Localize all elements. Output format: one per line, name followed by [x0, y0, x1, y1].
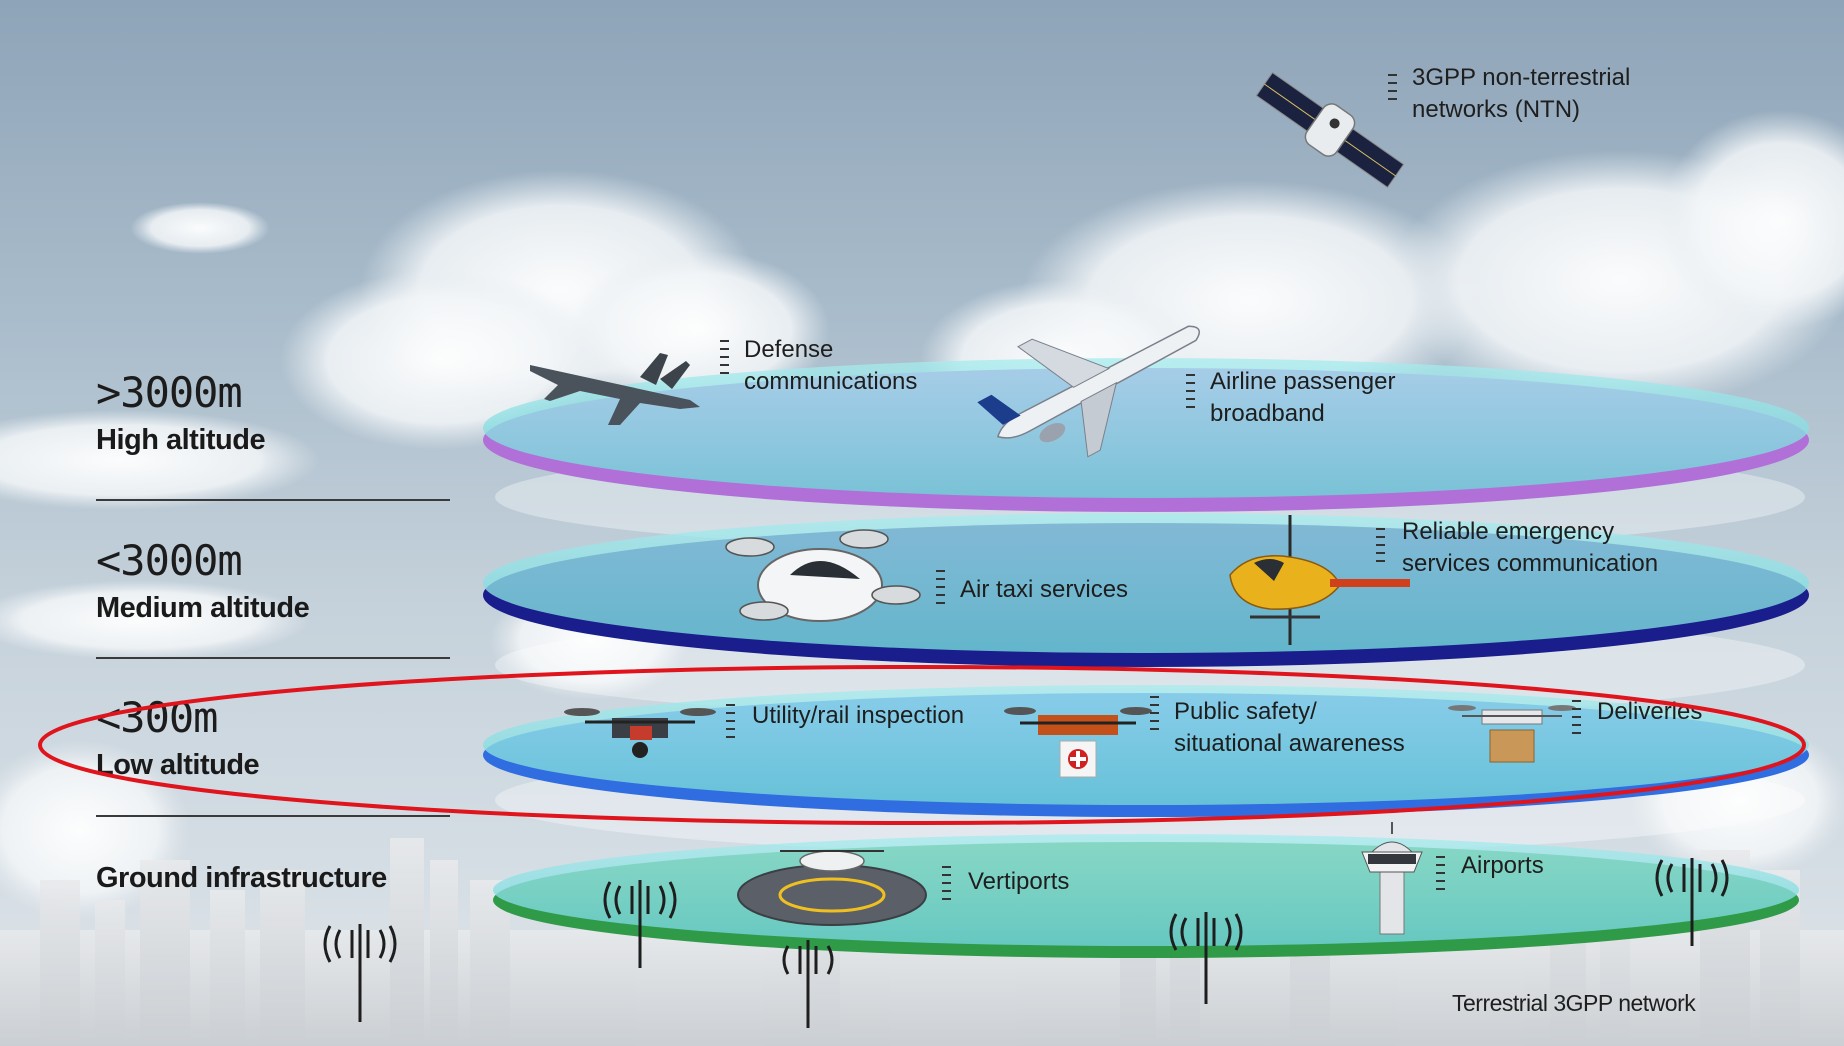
utility-label: Utility/rail inspection [752, 700, 964, 732]
air-taxi-icon [725, 529, 921, 622]
defense-label-line2: communications [744, 368, 918, 395]
utility-label-line1: Utility/rail inspection [752, 702, 965, 729]
medium-altitude-name: Medium altitude [96, 592, 310, 624]
cell-tower-icon [323, 858, 1729, 1028]
control-tower-icon [1361, 822, 1423, 935]
vertiports-label-line1: Vertiports [968, 868, 1070, 895]
helicopter-icon [1229, 515, 1410, 645]
high-altitude-value: >3000m [96, 368, 243, 417]
deliveries-label: Deliveries [1597, 696, 1702, 728]
divider [96, 657, 450, 659]
air-taxi-label-line1: Air taxi services [960, 576, 1129, 603]
high-layer-disc [483, 358, 1809, 512]
emergency-label-line1: Reliable emergency [1402, 518, 1615, 545]
satellite-icon [1255, 71, 1405, 189]
divider [96, 499, 450, 501]
ntn-label-line1: 3GPP non-terrestrial [1412, 64, 1631, 91]
label-marker [1572, 700, 1581, 740]
airline-label-line2: broadband [1210, 400, 1325, 427]
vertiport-icon [737, 850, 927, 926]
medium-altitude-value: <3000m [96, 536, 243, 585]
label-marker [1150, 696, 1159, 736]
emergency-label: Reliable emergency services communicatio… [1402, 516, 1658, 580]
label-marker [1186, 374, 1195, 414]
airports-label-line1: Airports [1461, 852, 1544, 879]
airline-label: Airline passenger broadband [1210, 366, 1395, 430]
airliner-icon [977, 325, 1201, 458]
label-marker [726, 704, 735, 744]
label-marker [720, 340, 729, 380]
public-safety-label: Public safety/ situational awareness [1174, 696, 1405, 760]
label-marker [1436, 856, 1445, 896]
deliveries-label-line1: Deliveries [1597, 698, 1703, 725]
label-marker [942, 866, 951, 906]
airports-label: Airports [1461, 850, 1544, 882]
ground-infrastructure-name: Ground infrastructure [96, 862, 387, 894]
label-marker [1388, 74, 1397, 106]
low-altitude-value: <300m [96, 693, 218, 742]
fighter-jet-icon [530, 353, 700, 425]
public-safety-label-line2: situational awareness [1174, 730, 1405, 757]
label-marker [1376, 528, 1385, 568]
defense-label: Defense communications [744, 334, 917, 398]
ground-layer-disc [493, 834, 1799, 958]
low-altitude-name: Low altitude [96, 749, 260, 781]
divider [96, 815, 450, 817]
ntn-label-line2: networks (NTN) [1412, 96, 1581, 123]
emergency-label-line2: services communication [1402, 550, 1659, 577]
ntn-label: 3GPP non-terrestrial networks (NTN) [1412, 62, 1630, 126]
airline-label-line1: Airline passenger [1210, 368, 1396, 395]
terrestrial-network-label: Terrestrial 3GPP network [1452, 990, 1696, 1016]
high-altitude-name: High altitude [96, 424, 266, 456]
public-safety-label-line1: Public safety/ [1174, 698, 1317, 725]
vertiports-label: Vertiports [968, 866, 1069, 898]
air-taxi-label: Air taxi services [960, 574, 1128, 606]
defense-label-line1: Defense [744, 336, 834, 363]
label-marker [936, 570, 945, 610]
